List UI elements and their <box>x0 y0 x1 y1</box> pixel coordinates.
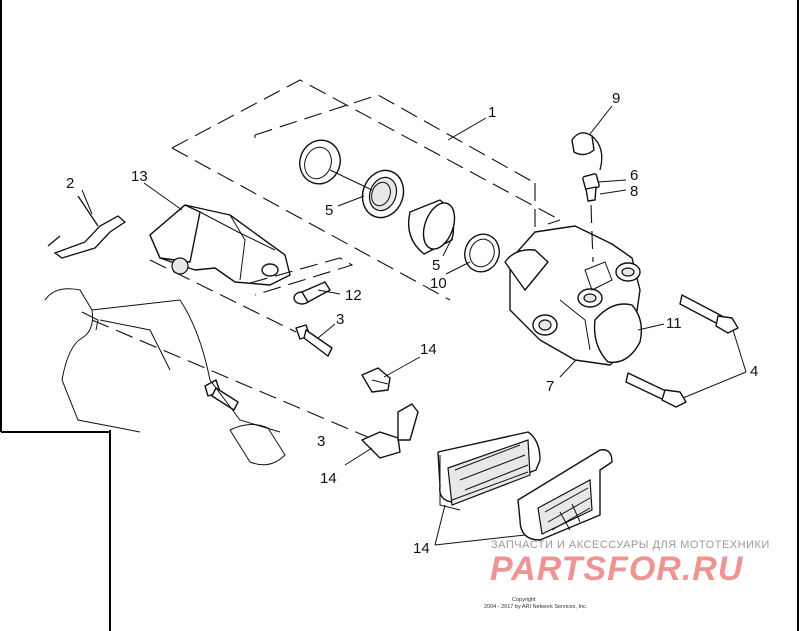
callout-8: 8 <box>630 183 638 200</box>
fork-leg-sketch <box>44 288 371 466</box>
callout-13: 13 <box>131 168 148 185</box>
callout-2: 2 <box>66 175 74 192</box>
caliper-pin-upper <box>679 294 739 334</box>
caliper-pin-lower <box>625 372 687 408</box>
piston-seal-ring-right <box>464 233 500 273</box>
copyright-line-2: 2004 - 2017 by ARI Network Services, Inc… <box>484 604 588 610</box>
callout-6: 6 <box>630 167 638 184</box>
watermark-tagline: ЗАПЧАСТИ И АКСЕССУАРЫ ДЛЯ МОТОТЕХНИКИ <box>491 539 770 551</box>
callout-9: 9 <box>612 90 620 107</box>
brake-pad-rear <box>517 449 613 541</box>
pad-clip-lower <box>361 403 419 459</box>
watermark: ЗАПЧАСТИ И АКСЕССУАРЫ ДЛЯ МОТОТЕХНИКИ PA… <box>490 539 770 588</box>
caliper-body <box>504 225 643 366</box>
mounting-bolt-upper <box>149 259 333 357</box>
callout-3-lower: 3 <box>317 433 325 450</box>
pad-clip-upper <box>361 367 391 393</box>
callout-3-upper: 3 <box>336 311 344 328</box>
callout-labels: 1 2 13 5 5 10 12 3 9 6 8 11 7 4 14 3 14 … <box>66 90 758 557</box>
dust-seal <box>361 169 405 219</box>
brake-pad-front <box>437 431 541 511</box>
callout-4: 4 <box>750 363 758 380</box>
mounting-bolt-lower <box>204 379 239 411</box>
bracket-dashed-box <box>249 257 354 296</box>
seal-kit-outline <box>171 79 561 301</box>
watermark-brand: PARTSFOR.RU <box>490 550 744 588</box>
brake-piston <box>407 199 456 255</box>
pad-spring <box>47 195 127 259</box>
copyright-notice: Copyright 2004 - 2017 by ARI Network Ser… <box>484 597 588 610</box>
bleeder-screw <box>582 173 600 263</box>
callout-14-lower: 14 <box>320 470 337 487</box>
callout-7: 7 <box>546 378 554 395</box>
callout-11: 11 <box>666 315 682 332</box>
pin-boot <box>293 281 331 305</box>
callout-1: 1 <box>488 104 496 121</box>
callout-14-pads: 14 <box>413 540 430 557</box>
callout-12: 12 <box>345 287 362 304</box>
callout-10: 10 <box>430 275 447 292</box>
callout-5-lower: 5 <box>432 257 440 274</box>
callout-14-upper: 14 <box>420 341 437 358</box>
callout-5-upper: 5 <box>325 202 333 219</box>
bleeder-cap <box>571 132 603 171</box>
leader-lines <box>81 105 747 546</box>
copyright-line-1: Copyright <box>512 597 536 603</box>
piston-seal-ring-left <box>299 139 341 185</box>
caliper-bracket <box>149 204 291 286</box>
